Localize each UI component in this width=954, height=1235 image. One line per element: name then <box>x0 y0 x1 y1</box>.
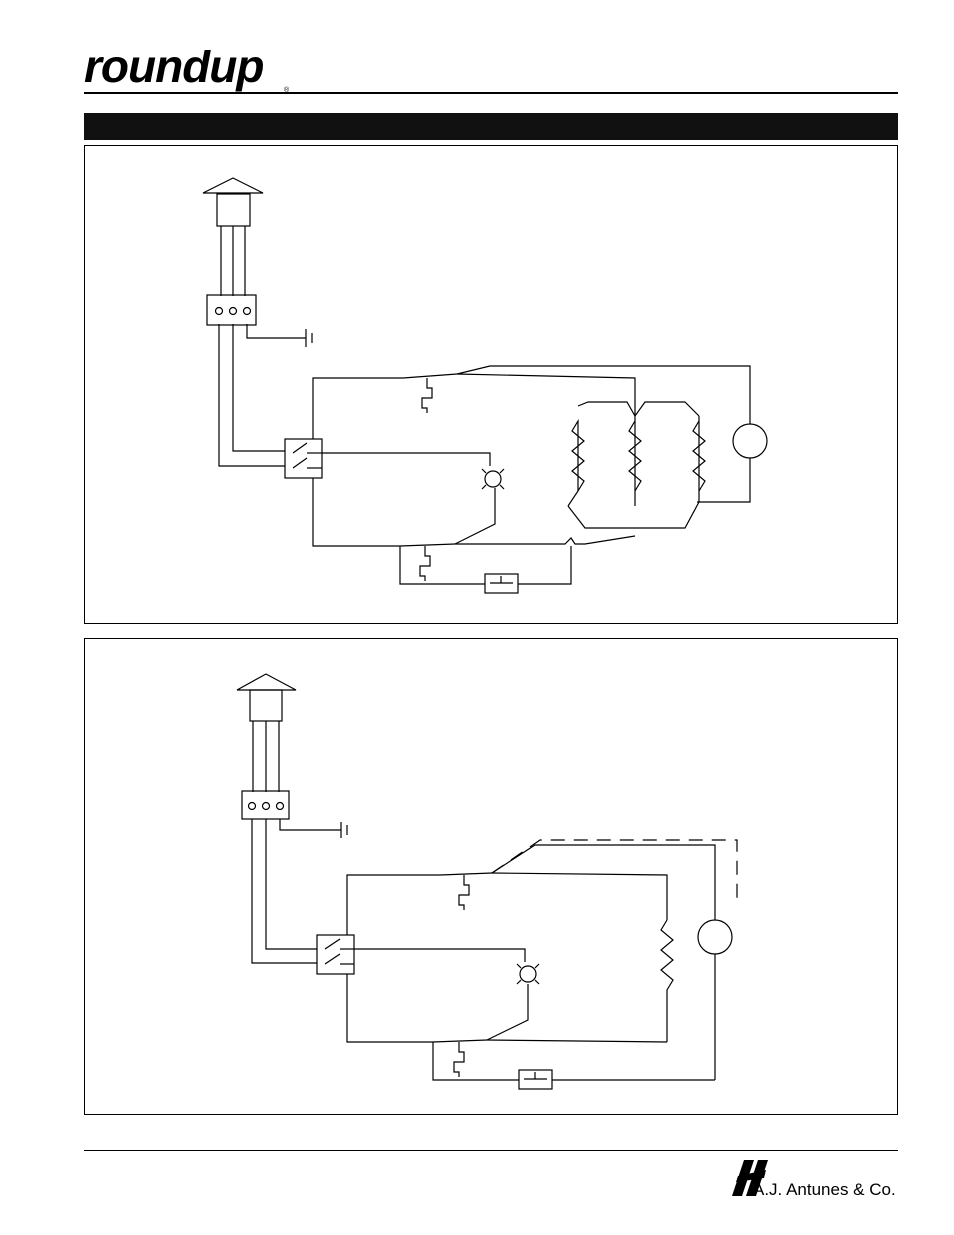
ground-symbol-icon <box>341 822 347 838</box>
brand-logo: roundup ® <box>84 50 324 94</box>
wiring-schematic-2 <box>85 639 897 1116</box>
terminal-2 <box>263 803 270 810</box>
header-rule <box>84 92 898 94</box>
thermostat-bottom <box>433 1040 487 1077</box>
pilot-lamp-icon <box>482 469 504 489</box>
thermostat-top <box>440 873 492 910</box>
power-switch <box>317 935 354 974</box>
terminal-1 <box>216 308 223 315</box>
plug-body <box>217 194 250 226</box>
title-bar <box>84 113 898 140</box>
wiring-schematic-1 <box>85 146 897 623</box>
terminal-3 <box>244 308 251 315</box>
terminal-3 <box>277 803 284 810</box>
thermostat-bottom <box>400 544 455 581</box>
terminal-1 <box>249 803 256 810</box>
diagram-panel-1 <box>84 145 898 624</box>
plug-body <box>250 690 282 721</box>
heating-element <box>661 920 673 1042</box>
ground-symbol-icon <box>306 329 312 347</box>
power-plug-icon <box>237 674 296 690</box>
footer-rule <box>84 1150 898 1151</box>
heating-elements <box>568 402 705 528</box>
thermostat-top <box>403 374 457 413</box>
terminal-2 <box>230 308 237 315</box>
fan-motor <box>698 920 732 954</box>
brand-wordmark: roundup <box>84 50 264 92</box>
power-plug-icon <box>203 178 263 193</box>
pilot-lamp-icon <box>517 964 539 984</box>
fan-motor <box>733 424 767 458</box>
manufacturer-name: A.J. Antunes & Co. <box>753 1180 896 1200</box>
diagram-panel-2 <box>84 638 898 1115</box>
terminal-block <box>207 295 256 325</box>
